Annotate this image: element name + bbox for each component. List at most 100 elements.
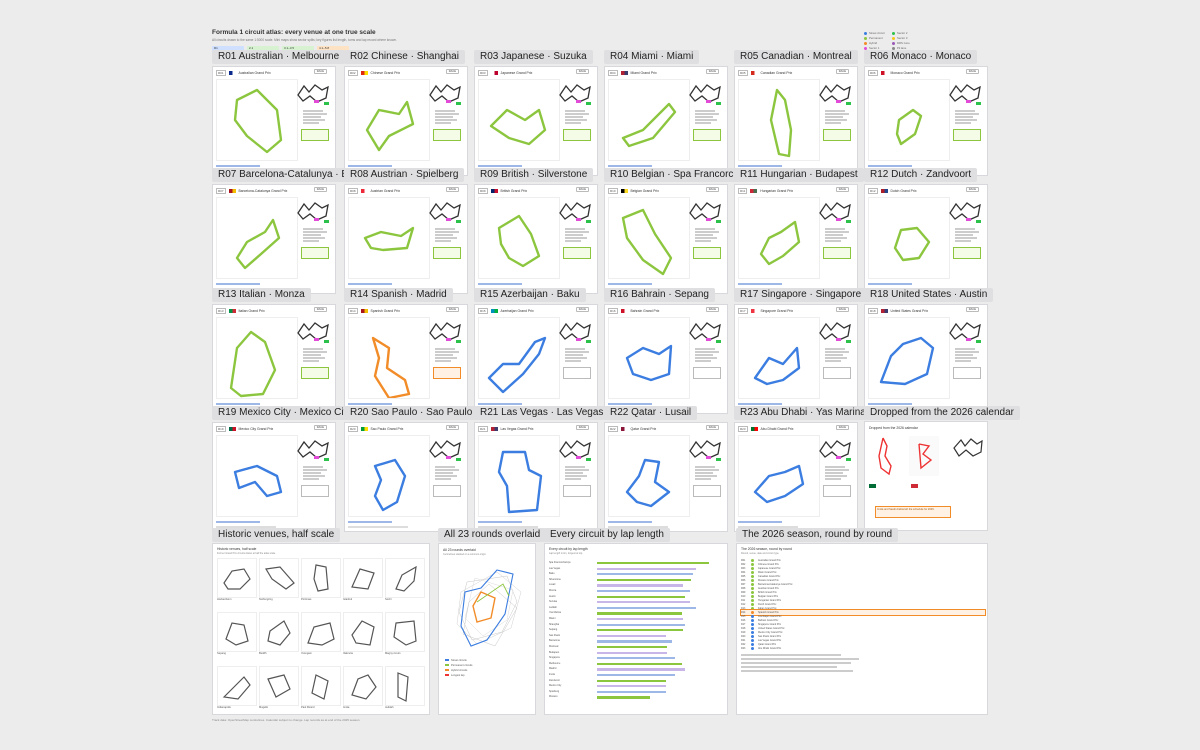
legend-chip[interactable]: R1 — [212, 46, 244, 51]
frame-label-round[interactable]: R15 Azerbaijan · Baku — [474, 288, 586, 302]
frame-label-round[interactable]: R03 Japanese · Suzuka — [474, 50, 593, 64]
historic-venue[interactable] — [259, 558, 299, 598]
frame-label-round[interactable]: R01 Australian · Melbourne — [212, 50, 346, 64]
session-pill[interactable]: RACE — [575, 425, 589, 430]
historic-venue[interactable] — [217, 558, 257, 598]
frame-label-round[interactable]: R16 Bahrain · Sepang — [604, 288, 715, 302]
frame-lengths[interactable]: Every circuit by lap length Lap length i… — [544, 543, 728, 715]
session-pill[interactable]: RACE — [445, 187, 459, 192]
session-pill[interactable]: RACE — [313, 425, 327, 430]
frame-label-round[interactable]: R19 Mexico City · Mexico City — [212, 406, 358, 420]
session-pill[interactable]: RACE — [575, 187, 589, 192]
session-pill[interactable]: RACE — [313, 69, 327, 74]
historic-venue[interactable] — [259, 666, 299, 706]
session-pill[interactable]: RACE — [313, 307, 327, 312]
session-pill[interactable]: RACE — [835, 425, 849, 430]
session-pill[interactable]: RACE — [313, 187, 327, 192]
frame-label-round[interactable]: R20 Sao Paulo · Sao Paulo — [344, 406, 479, 420]
frame-label-round[interactable]: R14 Spanish · Madrid — [344, 288, 453, 302]
frame-label-round[interactable]: R08 Austrian · Spielberg — [344, 168, 465, 182]
frame-label-lengths[interactable]: Every circuit by lap length — [544, 528, 670, 542]
frame-overlay[interactable]: All 23 rounds overlaid Centrelines stack… — [438, 543, 536, 715]
frame-label-season[interactable]: The 2026 season, round by round — [736, 528, 899, 542]
session-pill[interactable]: RACE — [835, 187, 849, 192]
frame-historic[interactable]: Historic venues, half scale Former Grand… — [212, 543, 430, 715]
frame-label-round[interactable]: R10 Belgian · Spa Francorchamps — [604, 168, 770, 182]
frame-dropped[interactable]: Dropped from the 2026 calendar Imola and… — [864, 421, 988, 531]
session-pill[interactable]: RACE — [705, 187, 719, 192]
frame-label-round[interactable]: R12 Dutch · Zandvoort — [864, 168, 978, 182]
historic-venue[interactable] — [217, 666, 257, 706]
frame-label-historic[interactable]: Historic venues, half scale — [212, 528, 341, 542]
session-pill[interactable]: RACE — [835, 69, 849, 74]
legend-chip[interactable]: 3.1–3.5 — [282, 46, 314, 51]
frame-label-round[interactable]: R23 Abu Dhabi · Yas Marina — [734, 406, 872, 420]
session-pill[interactable]: RACE — [835, 307, 849, 312]
frame-label-round[interactable]: R02 Chinese · Shanghai — [344, 50, 465, 64]
frame-label-round[interactable]: R22 Qatar · Lusail — [604, 406, 698, 420]
historic-venue[interactable] — [301, 558, 341, 598]
historic-venue[interactable] — [385, 612, 425, 652]
frame-label-round[interactable]: R05 Canadian · Montreal — [734, 50, 858, 64]
session-pill[interactable]: RACE — [575, 69, 589, 74]
frame-label-dropped[interactable]: Dropped from the 2026 calendar — [864, 406, 1020, 420]
session-pill[interactable]: RACE — [445, 307, 459, 312]
session-pill[interactable]: RACE — [575, 307, 589, 312]
legend-chip[interactable]: 2.1 — [247, 46, 279, 51]
session-pill[interactable]: RACE — [445, 425, 459, 430]
historic-venue[interactable] — [217, 612, 257, 652]
frame-label-overlay[interactable]: All 23 rounds overlaid — [438, 528, 547, 542]
historic-venue[interactable] — [343, 612, 383, 652]
frame-label-round[interactable]: R11 Hungarian · Budapest — [734, 168, 864, 182]
session-pill[interactable]: RACE — [445, 69, 459, 74]
session-pill[interactable]: RACE — [965, 307, 979, 312]
session-pill[interactable]: RACE — [965, 69, 979, 74]
frame-label-round[interactable]: R13 Italian · Monza — [212, 288, 311, 302]
session-pill[interactable]: RACE — [705, 307, 719, 312]
historic-venue[interactable] — [385, 666, 425, 706]
frame-label-round[interactable]: R17 Singapore · Singapore — [734, 288, 868, 302]
historic-venue[interactable] — [259, 612, 299, 652]
frame-label-round[interactable]: R21 Las Vegas · Las Vegas — [474, 406, 610, 420]
historic-venue[interactable] — [343, 558, 383, 598]
session-pill[interactable]: RACE — [705, 69, 719, 74]
frame-season[interactable]: The 2026 season, round by round Round, v… — [736, 543, 988, 715]
